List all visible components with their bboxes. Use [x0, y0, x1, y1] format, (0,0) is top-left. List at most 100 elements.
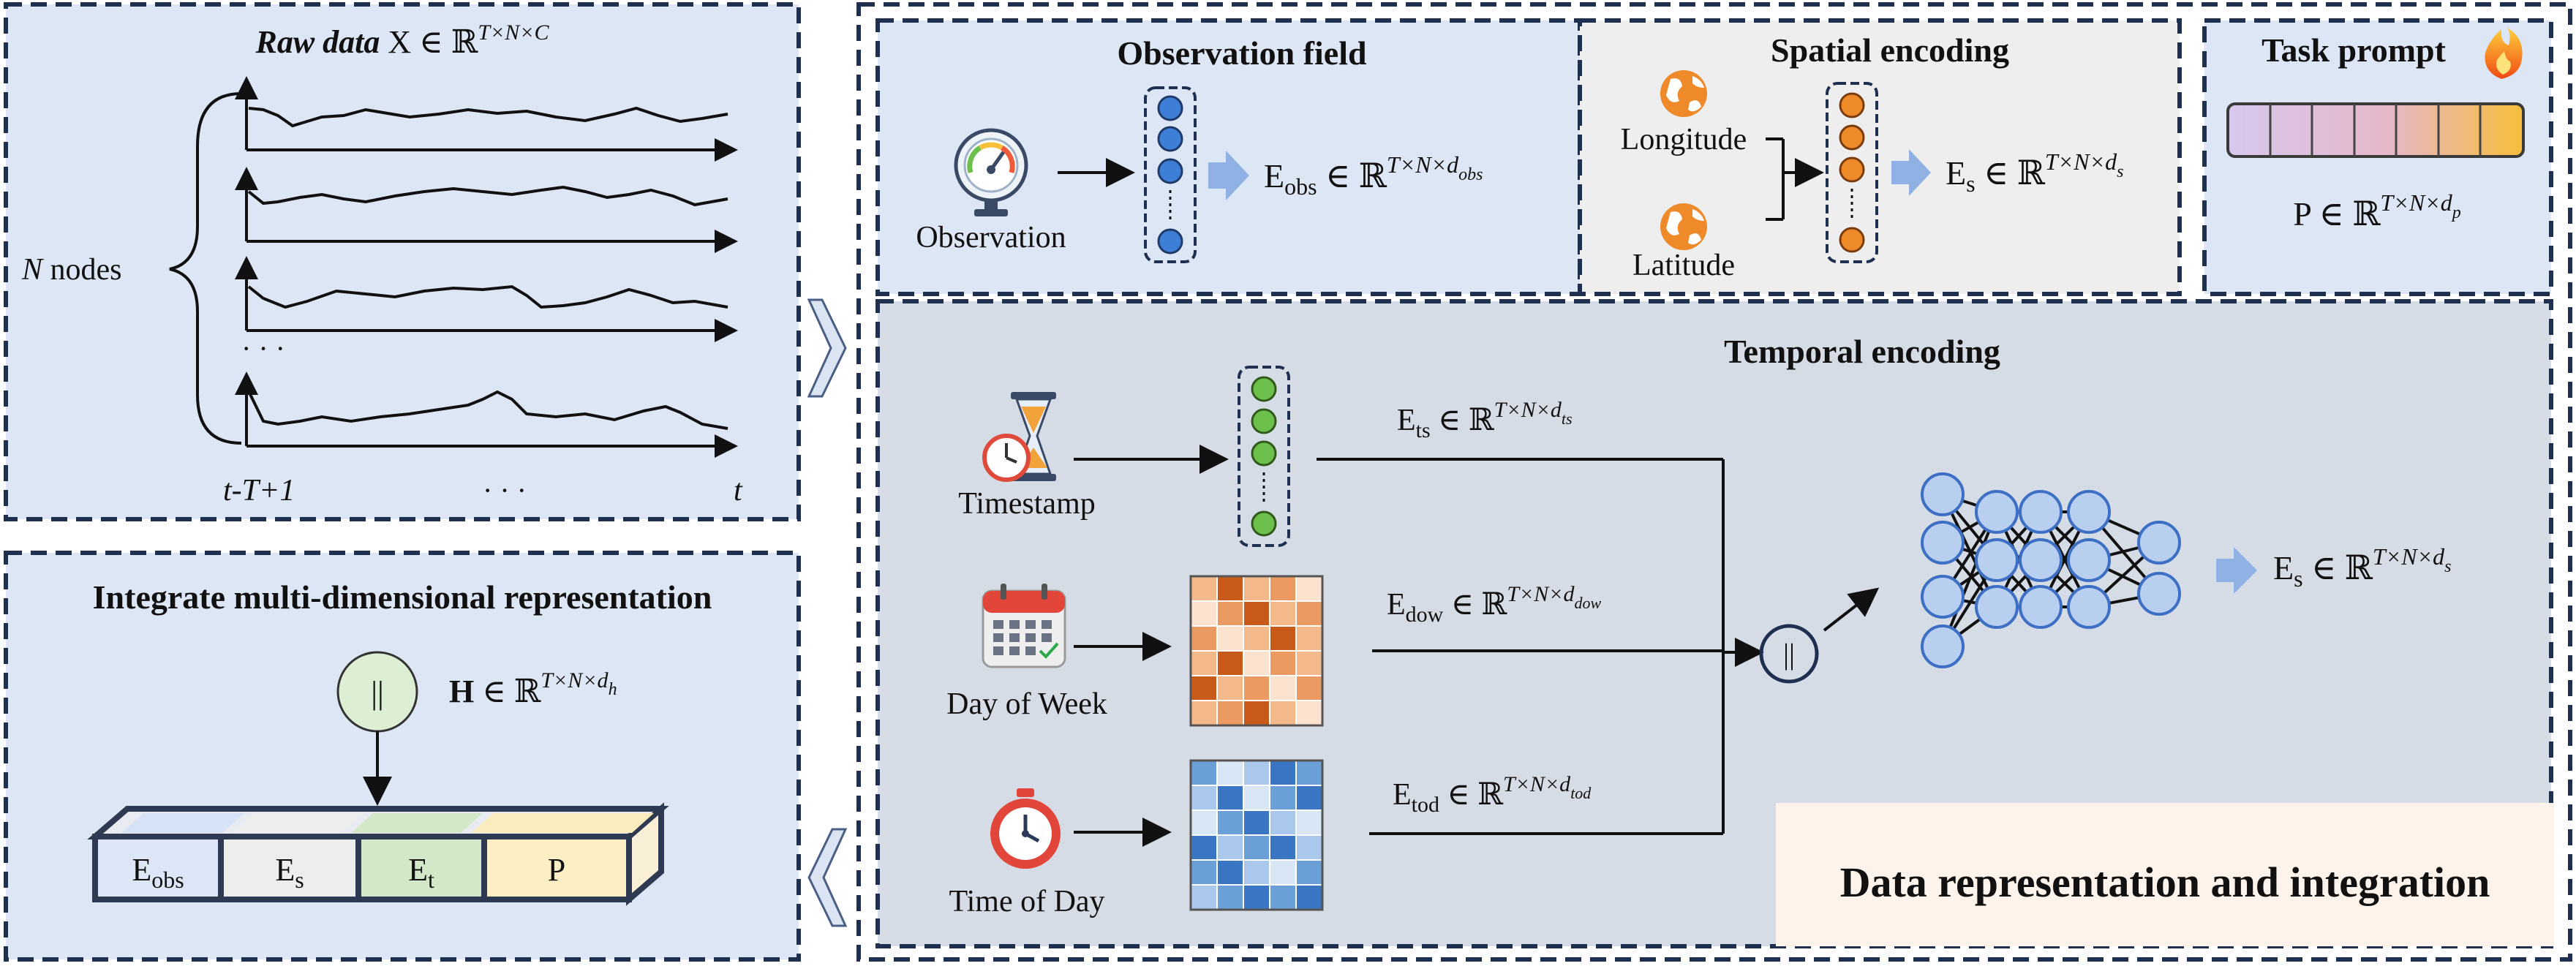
- latitude-label: Latitude: [1632, 249, 1735, 282]
- heatmap-cell: [1190, 576, 1218, 602]
- segment-eobs-label: Eobs: [132, 852, 184, 893]
- heatmap-cell: [1243, 810, 1270, 836]
- raw-data-panel: Raw data X ∈ ℝT×N×C N nodes · · ·: [4, 2, 801, 521]
- mlp-node: [1975, 490, 2019, 534]
- mlp-node: [1921, 521, 1965, 565]
- heatmap-cell: [1190, 650, 1218, 676]
- heatmap-cell: [1216, 834, 1244, 861]
- concat-to-mlp-arrow: [1823, 587, 1880, 632]
- heatmap-cell: [1243, 785, 1270, 811]
- heatmap-cell: [1216, 884, 1244, 910]
- heatmap-cell: [1216, 859, 1244, 886]
- caption-text: Data representation and integration: [1840, 859, 2490, 906]
- chevron-right-icon: [807, 298, 847, 398]
- heatmap-cell: [1295, 650, 1323, 676]
- mlp-node: [1975, 538, 2019, 582]
- temporal-output-arrow: [2216, 547, 2257, 594]
- spatial-title: Spatial encoding: [1771, 31, 2009, 69]
- integrate-panel: Integrate multi-dimensional representati…: [4, 551, 801, 962]
- heatmap-cell: [1243, 600, 1270, 627]
- mlp-node: [2137, 521, 2181, 565]
- fire-icon: [2485, 28, 2523, 79]
- heatmap-border: [1189, 575, 1324, 727]
- mlp-node: [2019, 490, 2063, 534]
- globe-icon: [1660, 70, 1707, 117]
- globe-icon: [1660, 203, 1707, 250]
- heatmap-cell: [1295, 600, 1323, 627]
- heatmap-cell: [1190, 700, 1218, 726]
- temporal-output-formula: Es ∈ ℝT×N×ds: [2273, 543, 2452, 592]
- heatmap-cell: [1269, 600, 1297, 627]
- heatmap-cell: [1295, 675, 1323, 701]
- representation-frame: [856, 2, 2572, 962]
- mlp-node: [1921, 624, 1965, 668]
- x-end-label: t: [734, 474, 743, 507]
- heatmap-cell: [1269, 576, 1297, 602]
- heatmap-cell: [1295, 810, 1323, 836]
- mlp-node: [2067, 585, 2111, 629]
- raw-series: [235, 167, 738, 253]
- hourglass-clock-icon: [982, 392, 1056, 482]
- heatmap-cell: [1295, 576, 1323, 602]
- nodes-brace: [169, 92, 242, 445]
- heatmap-cell: [1269, 785, 1297, 811]
- observation-title: Observation field: [1117, 34, 1367, 72]
- raw-series: [235, 371, 738, 458]
- timestamp-embedding: [1238, 366, 1290, 547]
- segment-es-label: Es: [275, 852, 304, 893]
- dow-formula: Edow ∈ ℝT×N×ddow: [1387, 582, 1602, 627]
- spatial-embedding: [1826, 82, 1878, 263]
- mlp-edge: [1941, 511, 1998, 647]
- ts-formula: Ets ∈ ℝT×N×dts: [1397, 398, 1573, 442]
- observation-formula: Eobs ∈ ℝT×N×dobs: [1264, 151, 1483, 200]
- heatmap-cell: [1216, 650, 1244, 676]
- dow-heatmap: [1189, 575, 1324, 727]
- heatmap-cell: [1190, 810, 1218, 836]
- mlp-node: [1921, 575, 1965, 619]
- heatmap-cell: [1216, 760, 1244, 786]
- observation-output-arrow: [1208, 151, 1249, 200]
- heatmap-cell: [1243, 625, 1270, 652]
- task-title: Task prompt: [2261, 31, 2447, 69]
- temporal-panel: Temporal encoding Timestamp: [875, 299, 2553, 948]
- segment-p-label: P: [548, 852, 565, 888]
- tod-heatmap: [1189, 759, 1324, 911]
- mlp-node: [2019, 585, 2063, 629]
- longitude-label: Longitude: [1621, 123, 1747, 156]
- mlp-node: [2067, 490, 2111, 534]
- heatmap-cell: [1269, 675, 1297, 701]
- concat-symbol: ||: [371, 675, 384, 711]
- mlp-node: [1921, 472, 1965, 516]
- heatmap-cell: [1269, 859, 1297, 886]
- spatial-output-arrow: [1891, 149, 1931, 196]
- heatmap-cell: [1190, 625, 1218, 652]
- heatmap-cell: [1190, 675, 1218, 701]
- x-start-label: t-T+1: [223, 474, 295, 507]
- task-formula: P ∈ ℝT×N×dp: [2293, 189, 2461, 233]
- raw-data-title: Raw data X ∈ ℝT×N×C: [255, 20, 549, 60]
- heatmap-cell: [1295, 859, 1323, 886]
- stopwatch-icon: [990, 788, 1061, 869]
- heatmap-cell: [1295, 625, 1323, 652]
- tod-label: Time of Day: [949, 885, 1104, 918]
- mlp-node: [1975, 585, 2019, 629]
- heatmap-cell: [1243, 760, 1270, 786]
- heatmap-cell: [1243, 834, 1270, 861]
- heatmap-cell: [1216, 810, 1244, 836]
- caption-panel: Data representation and integration: [1776, 803, 2554, 946]
- timestamp-label: Timestamp: [958, 487, 1095, 521]
- heatmap-cell: [1295, 785, 1323, 811]
- nodes-label: N nodes: [21, 253, 122, 287]
- dow-label: Day of Week: [946, 687, 1107, 721]
- heatmap-cell: [1216, 785, 1244, 811]
- x-mid-label: · · ·: [483, 474, 527, 507]
- heatmap-cell: [1216, 675, 1244, 701]
- raw-series: [235, 76, 738, 162]
- heatmap-cell: [1269, 700, 1297, 726]
- heatmap-cell: [1295, 834, 1323, 861]
- mlp-node: [2067, 538, 2111, 582]
- task-panel: Task prompt P ∈ ℝT×N×dp: [2202, 18, 2553, 296]
- observation-label: Observation: [916, 221, 1066, 254]
- heatmap-cell: [1243, 650, 1270, 676]
